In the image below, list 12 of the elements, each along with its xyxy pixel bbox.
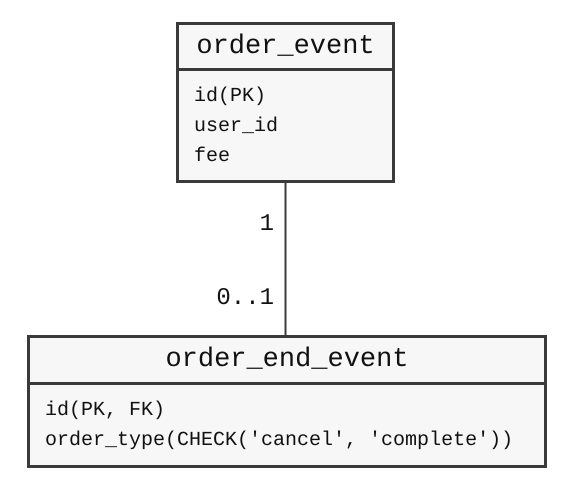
attribute-text: id(PK, FK) — [45, 398, 166, 424]
class-box — [27, 335, 547, 468]
class-name: order_event — [196, 30, 375, 62]
attribute-text: order_type(CHECK('cancel', 'complete')) — [45, 428, 514, 454]
multiplicity-label: 1 — [260, 211, 274, 239]
attribute-text: id(PK) — [194, 84, 266, 110]
class-box — [176, 22, 395, 183]
multiplicity-label: 0..1 — [216, 285, 274, 313]
attribute-text: fee — [194, 144, 230, 170]
association-line — [284, 183, 286, 335]
attribute-text: user_id — [194, 114, 278, 140]
class-name: order_end_event — [165, 344, 409, 376]
